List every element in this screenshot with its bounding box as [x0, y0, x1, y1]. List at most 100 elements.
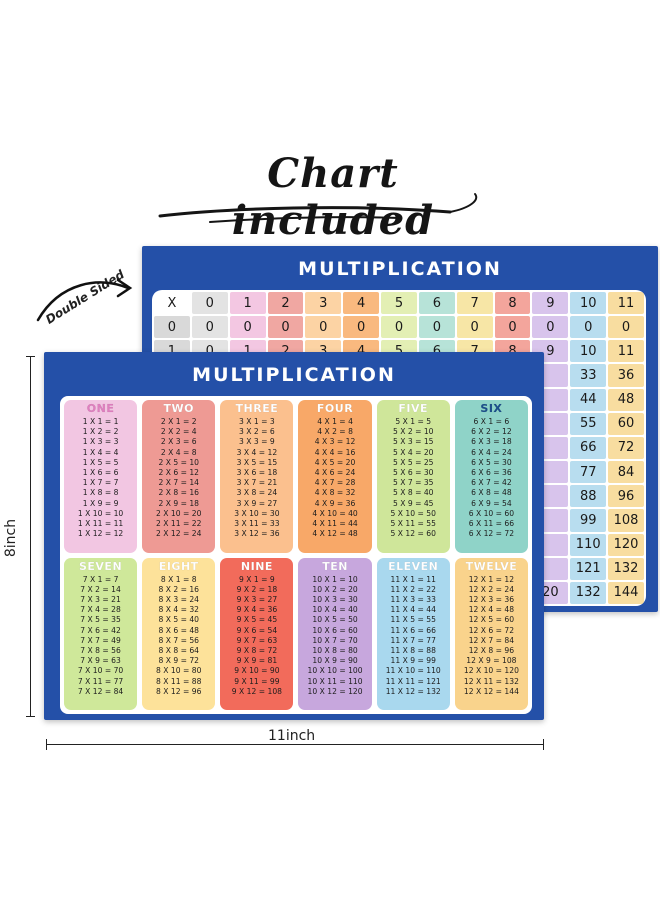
table-line: 10 X 11 = 110 — [307, 676, 363, 686]
table-line: 3 X 2 = 6 — [239, 427, 275, 437]
table-card-title: TEN — [322, 559, 348, 573]
grid-header-cell: X — [154, 292, 190, 315]
grid-cell: 0 — [229, 316, 266, 339]
table-line: 6 X 8 = 48 — [471, 488, 512, 498]
table-line: 11 X 9 = 99 — [390, 656, 436, 666]
table-line: 5 X 5 = 25 — [392, 457, 434, 467]
grid-cell: 60 — [608, 412, 644, 435]
grid-cell: 77 — [570, 461, 607, 484]
table-card-title: ELEVEN — [388, 559, 439, 573]
grid-header-cell: 11 — [608, 292, 644, 315]
grid-header-cell: 6 — [418, 292, 455, 315]
table-line: 11 X 10 = 110 — [385, 666, 441, 676]
height-dimension-tick-top — [26, 356, 35, 357]
back-chart-title: MULTIPLICATION — [298, 258, 502, 280]
grid-cell: 0 — [343, 316, 380, 339]
width-label: 11inch — [266, 728, 318, 744]
table-line: 11 X 8 = 88 — [390, 645, 436, 655]
table-card-title: THREE — [235, 402, 279, 415]
table-line: 8 X 7 = 56 — [158, 635, 200, 645]
table-card-title: SIX — [480, 402, 503, 415]
table-line: 9 X 1 = 9 — [239, 574, 275, 584]
height-label: 8inch — [3, 518, 20, 558]
grid-cell: 0 — [191, 316, 228, 339]
table-line: 11 X 3 = 33 — [390, 594, 436, 604]
table-line: 1 X 12 = 12 — [77, 529, 124, 539]
table-line: 9 X 3 = 27 — [236, 594, 278, 604]
table-line: 4 X 9 = 36 — [314, 498, 356, 508]
table-line: 5 X 7 = 35 — [392, 478, 434, 488]
table-line: 7 X 6 = 42 — [80, 625, 121, 635]
grid-cell: 0 — [532, 316, 569, 339]
table-line: 2 X 7 = 14 — [158, 478, 200, 488]
table-line: 12 X 12 = 144 — [463, 686, 519, 696]
table-line: 1 X 8 = 8 — [82, 488, 119, 498]
table-line: 10 X 1 = 10 — [312, 574, 358, 584]
table-line: 11 X 4 = 44 — [390, 605, 436, 615]
table-line: 12 X 10 = 120 — [463, 666, 519, 676]
table-line: 11 X 2 = 22 — [390, 584, 436, 594]
grid-cell: 0 — [494, 316, 531, 339]
table-line: 8 X 3 = 24 — [158, 594, 200, 604]
table-line: 12 X 5 = 60 — [468, 615, 515, 625]
table-line: 2 X 4 = 8 — [160, 447, 197, 457]
grid-cell: 0 — [570, 316, 607, 339]
grid-cell: 0 — [418, 316, 455, 339]
table-line: 10 X 8 = 80 — [312, 645, 358, 655]
table-line: 2 X 11 = 22 — [156, 519, 202, 529]
table-line: 9 X 2 = 18 — [236, 584, 278, 594]
table-line: 8 X 5 = 40 — [158, 615, 200, 625]
table-line: 4 X 12 = 48 — [312, 529, 358, 539]
grid-cell: 110 — [570, 533, 607, 556]
table-line: 9 X 12 = 108 — [231, 686, 283, 696]
table-line: 3 X 3 = 9 — [239, 437, 275, 447]
table-line: 1 X 7 = 7 — [82, 478, 119, 488]
grid-cell: 72 — [608, 436, 644, 460]
grid-cell: 36 — [608, 364, 644, 387]
headline: Chart included — [231, 150, 435, 244]
height-dimension-line — [30, 356, 31, 716]
table-line: 5 X 11 = 55 — [390, 519, 436, 529]
table-line: 4 X 11 = 44 — [312, 519, 358, 529]
table-line: 8 X 6 = 48 — [158, 625, 200, 635]
table-line: 7 X 9 = 63 — [80, 656, 121, 666]
table-line: 9 X 6 = 54 — [236, 625, 278, 635]
table-line: 12 X 4 = 48 — [468, 605, 515, 615]
table-line: 7 X 8 = 56 — [80, 645, 121, 655]
table-line: 11 X 7 = 77 — [390, 635, 436, 645]
table-line: 12 X 3 = 36 — [468, 594, 515, 604]
table-line: 6 X 10 = 60 — [468, 508, 515, 518]
table-line: 5 X 2 = 10 — [392, 427, 434, 437]
table-line: 8 X 8 = 64 — [158, 645, 200, 655]
table-line: 10 X 3 = 30 — [312, 594, 358, 604]
table-line: 6 X 7 = 42 — [471, 478, 512, 488]
table-line: 5 X 3 = 15 — [392, 437, 434, 447]
table-line: 3 X 5 = 15 — [236, 457, 278, 467]
table-line: 11 X 11 = 121 — [385, 676, 441, 686]
grid-cell: 44 — [570, 388, 607, 411]
table-card-title: TWELVE — [465, 559, 518, 573]
table-line: 1 X 9 = 9 — [82, 498, 119, 508]
table-line: 9 X 5 = 45 — [236, 615, 278, 625]
grid-cell: 66 — [570, 436, 607, 460]
table-line: 5 X 8 = 40 — [392, 488, 434, 498]
table-line: 2 X 2 = 4 — [160, 427, 197, 437]
table-line: 1 X 10 = 10 — [77, 508, 124, 518]
table-line: 7 X 4 = 28 — [80, 605, 121, 615]
table-line: 9 X 9 = 81 — [236, 656, 278, 666]
table-line: 8 X 4 = 32 — [158, 605, 200, 615]
width-dimension-tick-right — [543, 739, 544, 750]
table-line: 3 X 9 = 27 — [236, 498, 278, 508]
table-line: 8 X 2 = 16 — [158, 584, 200, 594]
table-line: 10 X 2 = 20 — [312, 584, 358, 594]
table-line: 9 X 10 = 90 — [234, 666, 280, 676]
grid-cell: 0 — [381, 316, 417, 339]
